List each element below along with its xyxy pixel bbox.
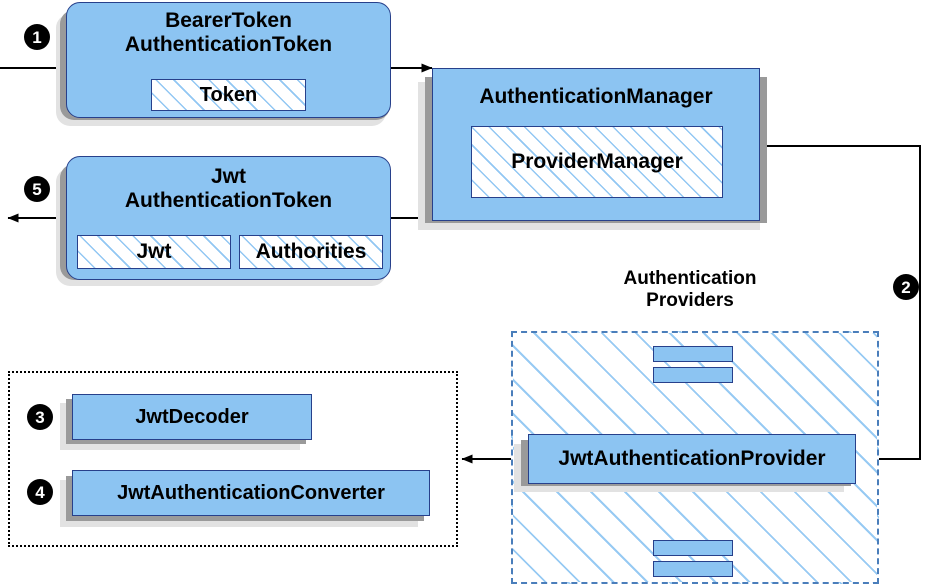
- arrow-manager-to-provider: [760, 145, 921, 464]
- step-marker-4: 4: [27, 479, 53, 505]
- token-slot[interactable]: Token: [151, 79, 306, 111]
- authentication-manager-node[interactable]: AuthenticationManager ProviderManager: [432, 68, 760, 221]
- jwt-authentication-converter-title: JwtAuthenticationConverter: [117, 481, 385, 504]
- jwt-decoder-title: JwtDecoder: [135, 405, 249, 428]
- token-slot-label: Token: [199, 83, 258, 106]
- authentication-providers-label: Authentication Providers: [623, 268, 757, 311]
- provider-placeholder-bar-bottom-1: [653, 540, 733, 556]
- jwt-slot[interactable]: Jwt: [77, 235, 231, 269]
- provider-placeholder-bar-top-2: [653, 367, 733, 383]
- step-marker-4-label: 4: [35, 482, 45, 502]
- step-marker-3-label: 3: [35, 407, 45, 427]
- bearer-token-authentication-token-node[interactable]: BearerToken AuthenticationToken Token: [66, 2, 391, 118]
- jwt-authentication-token-node[interactable]: Jwt AuthenticationToken Jwt Authorities: [66, 156, 391, 280]
- jwt-authentication-provider-node[interactable]: JwtAuthenticationProvider: [528, 434, 856, 484]
- provider-manager-slot[interactable]: ProviderManager: [471, 126, 723, 198]
- jwt-authentication-converter-node[interactable]: JwtAuthenticationConverter: [72, 470, 430, 516]
- step-marker-5: 5: [24, 176, 50, 202]
- authentication-manager-title: AuthenticationManager: [479, 85, 713, 108]
- jwt-authentication-provider-title: JwtAuthenticationProvider: [558, 447, 826, 471]
- jwt-authentication-token-title: Jwt AuthenticationToken: [124, 165, 333, 212]
- authorities-slot-label: Authorities: [255, 240, 367, 263]
- provider-placeholder-bar-bottom-2: [653, 561, 733, 577]
- step-marker-2-label: 2: [901, 277, 911, 297]
- step-marker-1: 1: [24, 24, 50, 50]
- step-marker-2: 2: [893, 274, 919, 300]
- jwt-support-group-container: [8, 371, 458, 547]
- step-marker-5-label: 5: [32, 179, 42, 199]
- step-marker-1-label: 1: [32, 27, 42, 47]
- bearer-token-authentication-token-title: BearerToken AuthenticationToken: [124, 9, 333, 56]
- jwt-decoder-node[interactable]: JwtDecoder: [72, 394, 312, 440]
- authorities-slot[interactable]: Authorities: [239, 235, 383, 269]
- provider-placeholder-bar-top-1: [653, 346, 733, 362]
- jwt-slot-label: Jwt: [136, 240, 172, 263]
- step-marker-3: 3: [27, 404, 53, 430]
- provider-manager-label: ProviderManager: [511, 150, 683, 173]
